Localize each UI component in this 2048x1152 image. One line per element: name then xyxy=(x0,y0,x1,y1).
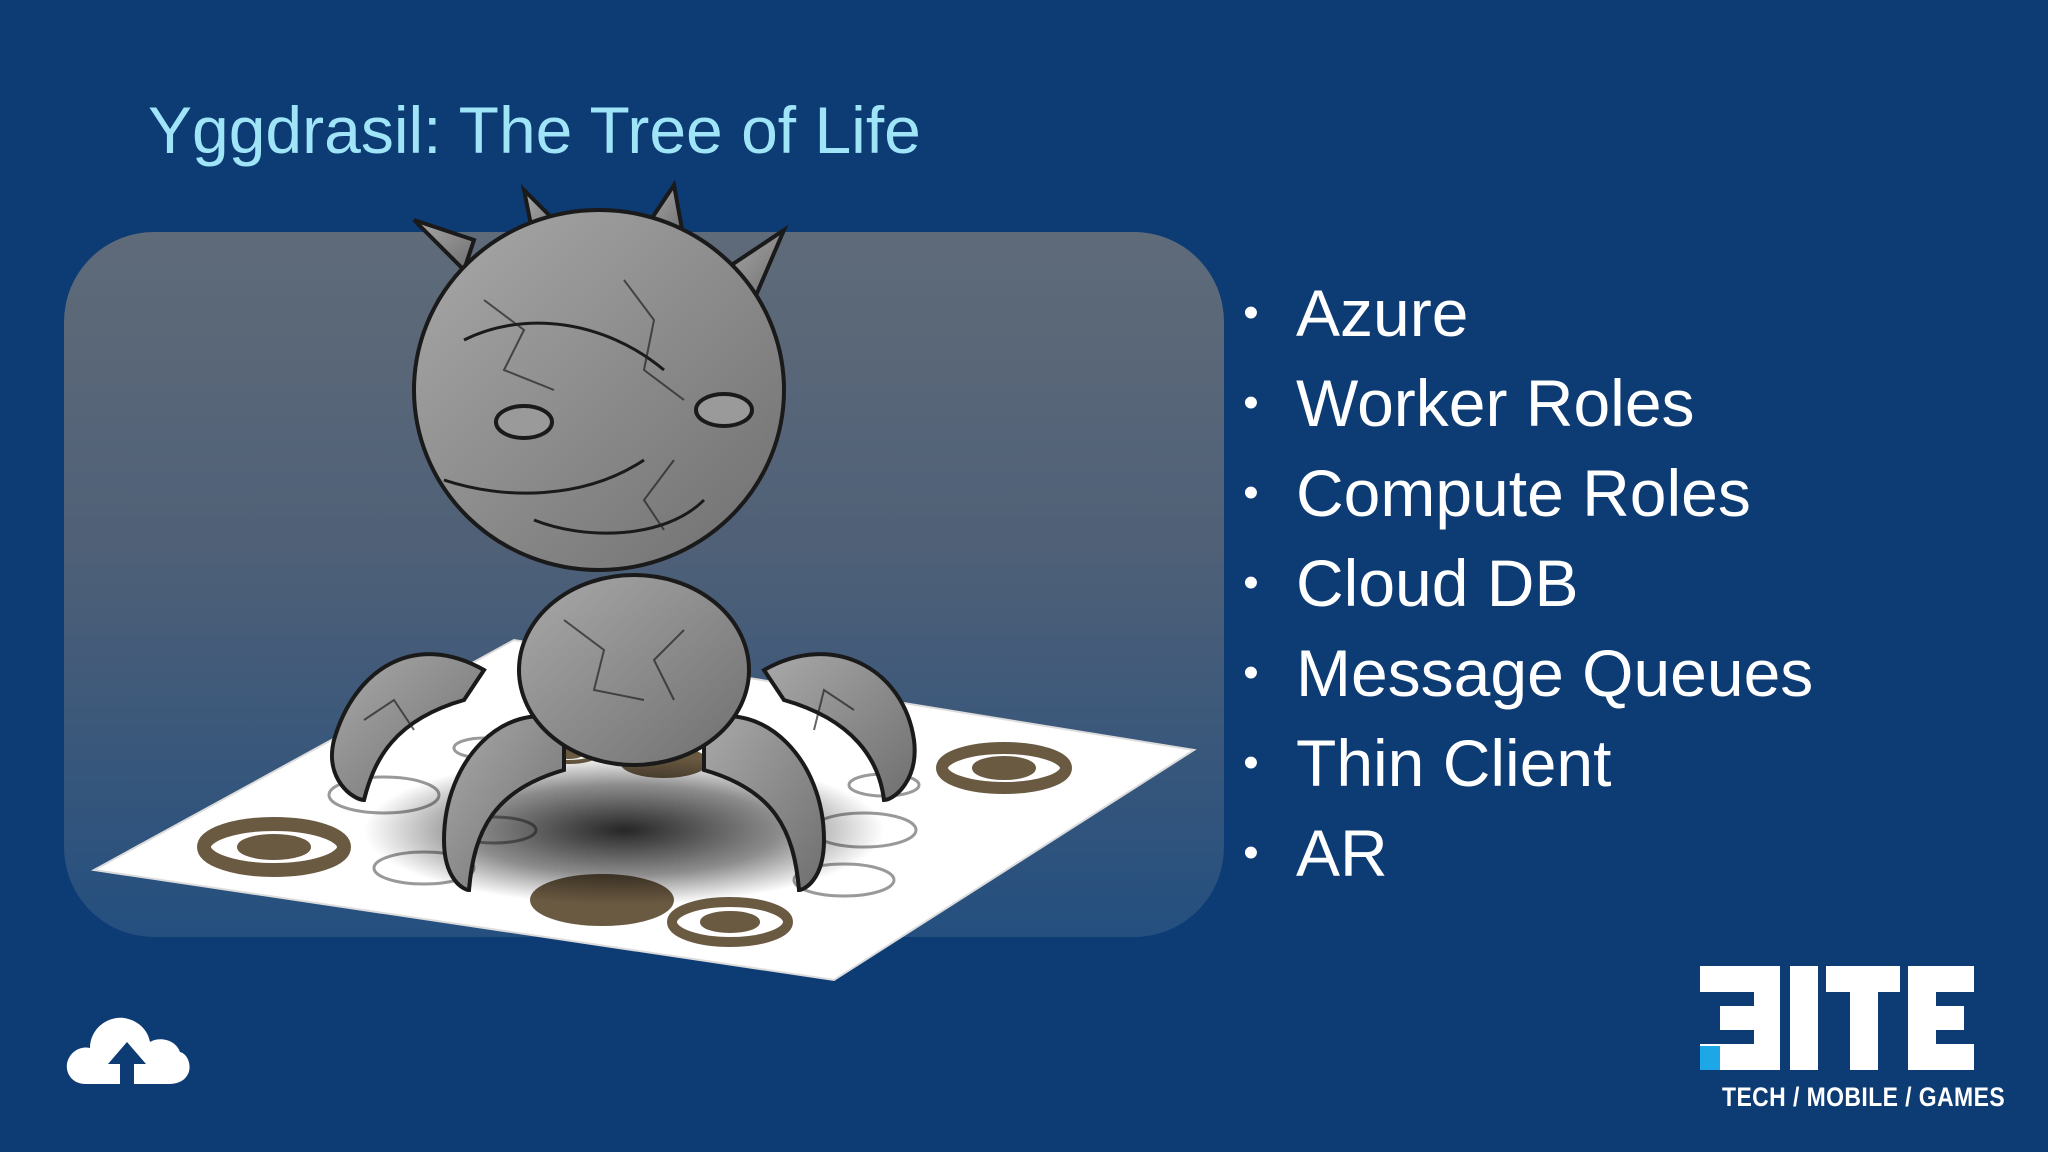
bullet-marker: • xyxy=(1243,738,1259,787)
cloud-upload-icon xyxy=(66,1017,190,1086)
bullet-marker: • xyxy=(1243,288,1259,337)
bullet-text: Thin Client xyxy=(1296,726,1612,800)
bullet-list: • Azure • Worker Roles • Compute Roles • Clo… xyxy=(1236,268,1813,898)
bullet-text: Message Queues xyxy=(1296,636,1814,710)
bullet-item: • Thin Client xyxy=(1236,718,1813,808)
slide-title: Yggdrasil: The Tree of Life xyxy=(148,93,921,167)
bullet-text: Worker Roles xyxy=(1296,366,1695,440)
ar-creature-illustration xyxy=(90,179,1197,982)
bullet-marker: • xyxy=(1243,468,1259,517)
bullet-item: • Cloud DB xyxy=(1236,538,1813,628)
bullet-marker: • xyxy=(1243,558,1259,607)
creature-body xyxy=(517,573,751,767)
bullet-marker: • xyxy=(1243,378,1259,427)
elite-logo xyxy=(1700,966,1974,1070)
bullet-item: • Worker Roles xyxy=(1236,358,1813,448)
bullet-marker: • xyxy=(1243,828,1259,877)
bullet-text: Cloud DB xyxy=(1296,546,1579,620)
logo-tagline: TECH / MOBILE / GAMES xyxy=(1722,1082,2006,1112)
bullet-item: • AR xyxy=(1236,808,1813,898)
bullet-text: Compute Roles xyxy=(1296,456,1751,530)
creature-head xyxy=(412,179,789,572)
bullet-text: Azure xyxy=(1296,276,1469,350)
bullet-item: • Message Queues xyxy=(1236,628,1813,718)
logo-accent-square xyxy=(1700,1046,1720,1070)
sketch-strokes xyxy=(363,279,855,731)
creature-legs xyxy=(330,652,917,893)
bullet-marker: • xyxy=(1243,648,1259,697)
bullet-item: • Azure xyxy=(1236,268,1813,358)
bullet-item: • Compute Roles xyxy=(1236,448,1813,538)
bullet-text: AR xyxy=(1296,816,1388,890)
